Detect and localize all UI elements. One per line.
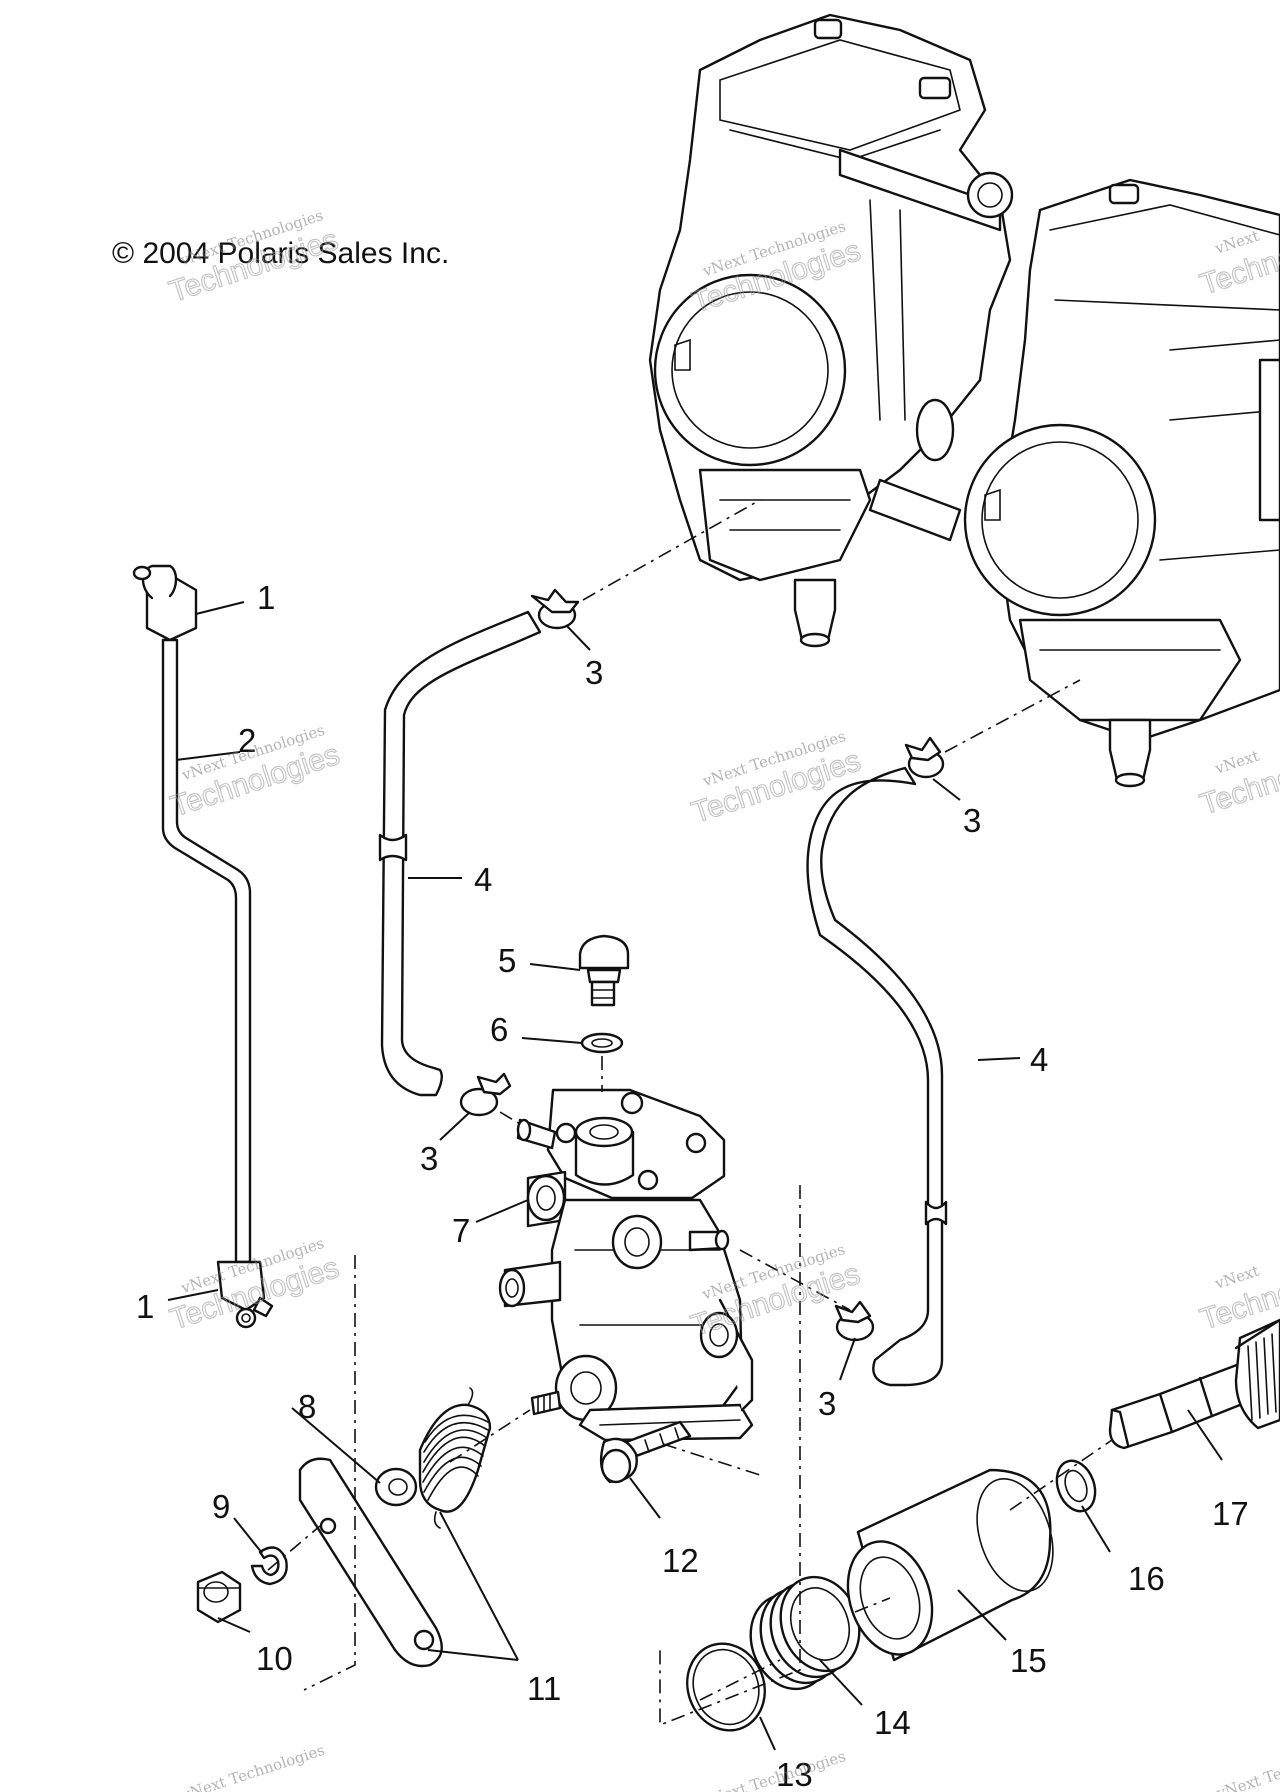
callout-3-d: 3	[818, 1385, 836, 1422]
bolt-5	[578, 934, 630, 1007]
clamp-upper-left	[530, 588, 580, 630]
callout-9: 9	[212, 1488, 230, 1525]
callout-17: 17	[1212, 1495, 1249, 1532]
callout-13: 13	[776, 1756, 813, 1792]
callout-15: 15	[1010, 1642, 1047, 1679]
watermark-5: vNext Technologies Technologies	[687, 727, 865, 830]
washer-8	[374, 1467, 418, 1507]
callout-16: 16	[1128, 1560, 1165, 1597]
clamp-upper-right	[904, 736, 945, 779]
bolt-12	[599, 1420, 692, 1484]
callout-3-a: 3	[585, 654, 603, 691]
part-2-fuel-line	[161, 638, 252, 1264]
shaft-17	[1108, 1318, 1280, 1450]
part-1-upper-fitting	[132, 564, 198, 642]
watermark-6: vNext Technologies	[1196, 736, 1280, 823]
hose-right	[806, 766, 944, 1387]
clamp-lower-left	[459, 1072, 512, 1117]
hose-left	[380, 610, 542, 1097]
callout-6: 6	[490, 1011, 508, 1048]
lever-plate	[298, 1457, 443, 1668]
callout-1-top: 1	[257, 579, 275, 616]
callout-5: 5	[498, 942, 516, 979]
fuel-pump	[498, 1088, 754, 1442]
svg-text:Technologies: Technologies	[1196, 736, 1280, 822]
svg-text:Technologies: Technologies	[1196, 1251, 1280, 1337]
filter-15	[846, 1468, 1054, 1662]
watermark-9: vNext Technologies	[1196, 1251, 1280, 1338]
svg-text:vNext Technologies: vNext Technologies	[179, 1741, 327, 1792]
snap-ring-9	[250, 1546, 288, 1586]
part-1-lower-fitting	[216, 1260, 274, 1329]
callout-7: 7	[452, 1212, 470, 1249]
callout-14: 14	[874, 1704, 911, 1741]
callout-10: 10	[256, 1640, 293, 1677]
callout-4-right: 4	[1030, 1041, 1048, 1078]
callout-3-c: 3	[420, 1140, 438, 1177]
callout-2: 2	[238, 722, 256, 759]
watermark-10: vNext Technologies	[179, 1741, 327, 1792]
callout-12: 12	[662, 1542, 699, 1579]
hose-right-break	[924, 1200, 948, 1226]
callout-4-left: 4	[474, 861, 492, 898]
clamp-lower-right	[834, 1300, 875, 1342]
callout-3-b: 3	[963, 802, 981, 839]
nut-10	[196, 1570, 242, 1624]
callout-11: 11	[527, 1670, 561, 1707]
hose-left-break	[378, 833, 408, 862]
watermark-11: vNext Technologies	[700, 1747, 848, 1792]
callout-1-bottom: 1	[136, 1288, 154, 1325]
copyright-notice: © 2004 Polaris Sales Inc.	[112, 237, 449, 270]
svg-text:vNext Technologies: vNext Technologies	[1213, 1739, 1280, 1792]
watermark-12: vNext Technologies	[1213, 1739, 1280, 1792]
callout-8: 8	[298, 1388, 316, 1425]
svg-text:vNext Technologies: vNext Technologies	[700, 1747, 848, 1792]
carburetor-assembly	[648, 13, 1280, 788]
washer-6	[580, 1032, 624, 1054]
watermark-1: vNext Technologies Technologies	[165, 206, 343, 309]
